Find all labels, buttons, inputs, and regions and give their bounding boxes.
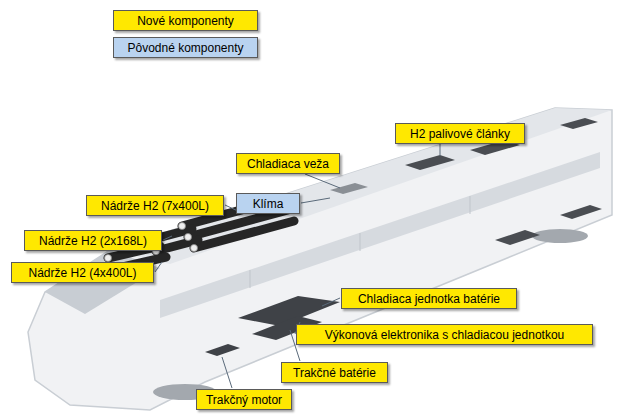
component-name: Výkonová elektronika s chladiacou jednot… — [325, 327, 564, 343]
component-name: Chladiaca jednotka batérie — [358, 291, 500, 307]
component-label: Výkonová elektronika s chladiacou jednot… — [296, 324, 593, 345]
legend-label: Nové komponenty — [137, 13, 234, 29]
component-name: Trakčné batérie — [293, 365, 376, 381]
door-line — [470, 196, 471, 214]
motor-box — [205, 344, 240, 356]
component-label: Nádrže H2 (4x400L) — [11, 262, 154, 283]
leader-line — [305, 174, 340, 188]
component-label: Trakčné batérie — [281, 362, 388, 383]
component-name: H2 palivové články — [410, 126, 510, 142]
legend-swatch: Nové komponenty — [113, 10, 258, 31]
component-label: Chladiaca veža — [236, 153, 340, 174]
leader-line — [440, 144, 441, 156]
component-label: Nádrže H2 (7x400L) — [86, 195, 224, 216]
leader-line — [163, 236, 172, 240]
tank-end — [191, 245, 198, 252]
tank-end — [105, 255, 112, 262]
tank — [194, 221, 294, 248]
component-label: Nádrže H2 (2x168L) — [24, 230, 162, 251]
component-name: Klíma — [253, 196, 284, 212]
component-name: Nádrže H2 (4x400L) — [28, 265, 136, 281]
component-label: Chladiaca jednotka batérie — [341, 288, 517, 309]
leader-line — [322, 298, 340, 306]
cooling-tower — [330, 183, 368, 194]
fuel-cell — [560, 118, 598, 129]
door-line — [360, 233, 361, 251]
tank-end — [185, 234, 192, 241]
fuel-cell — [405, 155, 455, 170]
component-label: H2 palivové články — [395, 123, 525, 144]
underfloor-box — [495, 230, 540, 245]
fuel-cells — [330, 118, 602, 245]
door-line — [250, 270, 251, 288]
bogie — [532, 229, 588, 243]
window-band — [160, 152, 600, 318]
leader-line — [155, 262, 162, 272]
leader-lines — [155, 144, 440, 388]
component-name: Chladiaca veža — [247, 156, 329, 172]
train-body — [28, 108, 612, 410]
leader-line — [301, 198, 330, 203]
tank-end — [179, 223, 186, 230]
underfloor-box — [560, 205, 602, 219]
component-label: Klíma — [236, 193, 300, 214]
component-name: Nádrže H2 (2x168L) — [39, 233, 147, 249]
component-label: Trakčný motor — [196, 389, 292, 410]
legend-label: Pôvodné komponenty — [127, 40, 243, 56]
legend-swatch: Pôvodné komponenty — [113, 37, 258, 58]
component-name: Trakčný motor — [206, 392, 282, 408]
component-name: Nádrže H2 (7x400L) — [101, 198, 209, 214]
leader-line — [222, 357, 232, 388]
